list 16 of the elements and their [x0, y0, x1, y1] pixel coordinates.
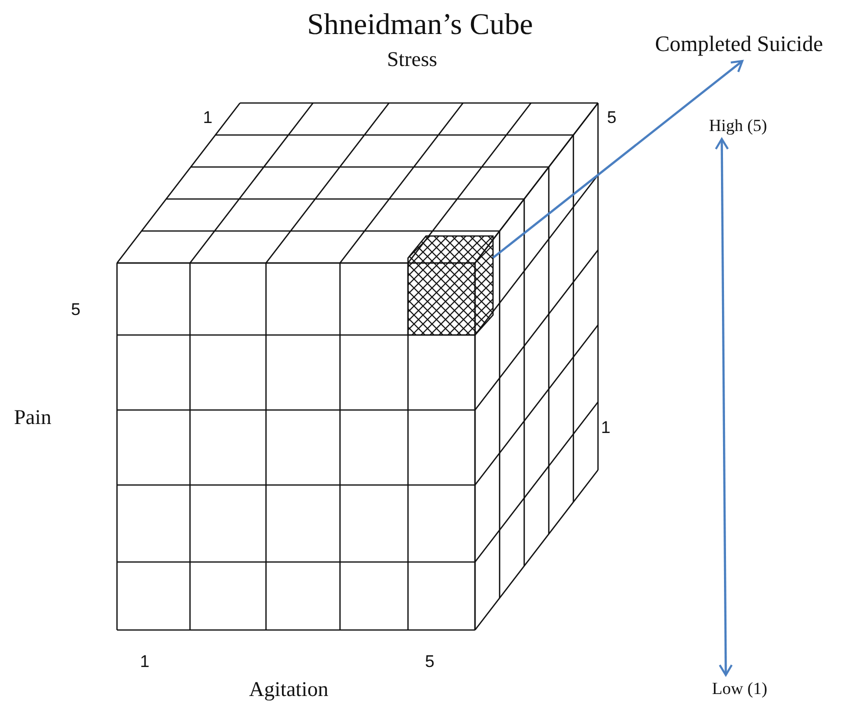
scale-number: 1 — [203, 109, 212, 126]
scale-number: 1 — [601, 419, 610, 436]
scale-number: 5 — [607, 109, 616, 126]
axis-label: Agitation — [249, 679, 328, 700]
arrow — [492, 60, 744, 259]
hatched-cell — [407, 235, 494, 336]
scale-number: 5 — [71, 301, 80, 318]
node-label: Low (1) — [712, 680, 768, 697]
node-label: High (5) — [709, 117, 768, 134]
scale-number: 1 — [140, 653, 150, 670]
axis-label: Pain — [14, 407, 52, 428]
title: Shneidman’s Cube — [306, 10, 534, 40]
scale-number: 5 — [425, 653, 434, 670]
node-label: Completed Suicide — [655, 33, 824, 55]
arrow — [714, 138, 733, 676]
axis-label: Stress — [387, 49, 438, 70]
